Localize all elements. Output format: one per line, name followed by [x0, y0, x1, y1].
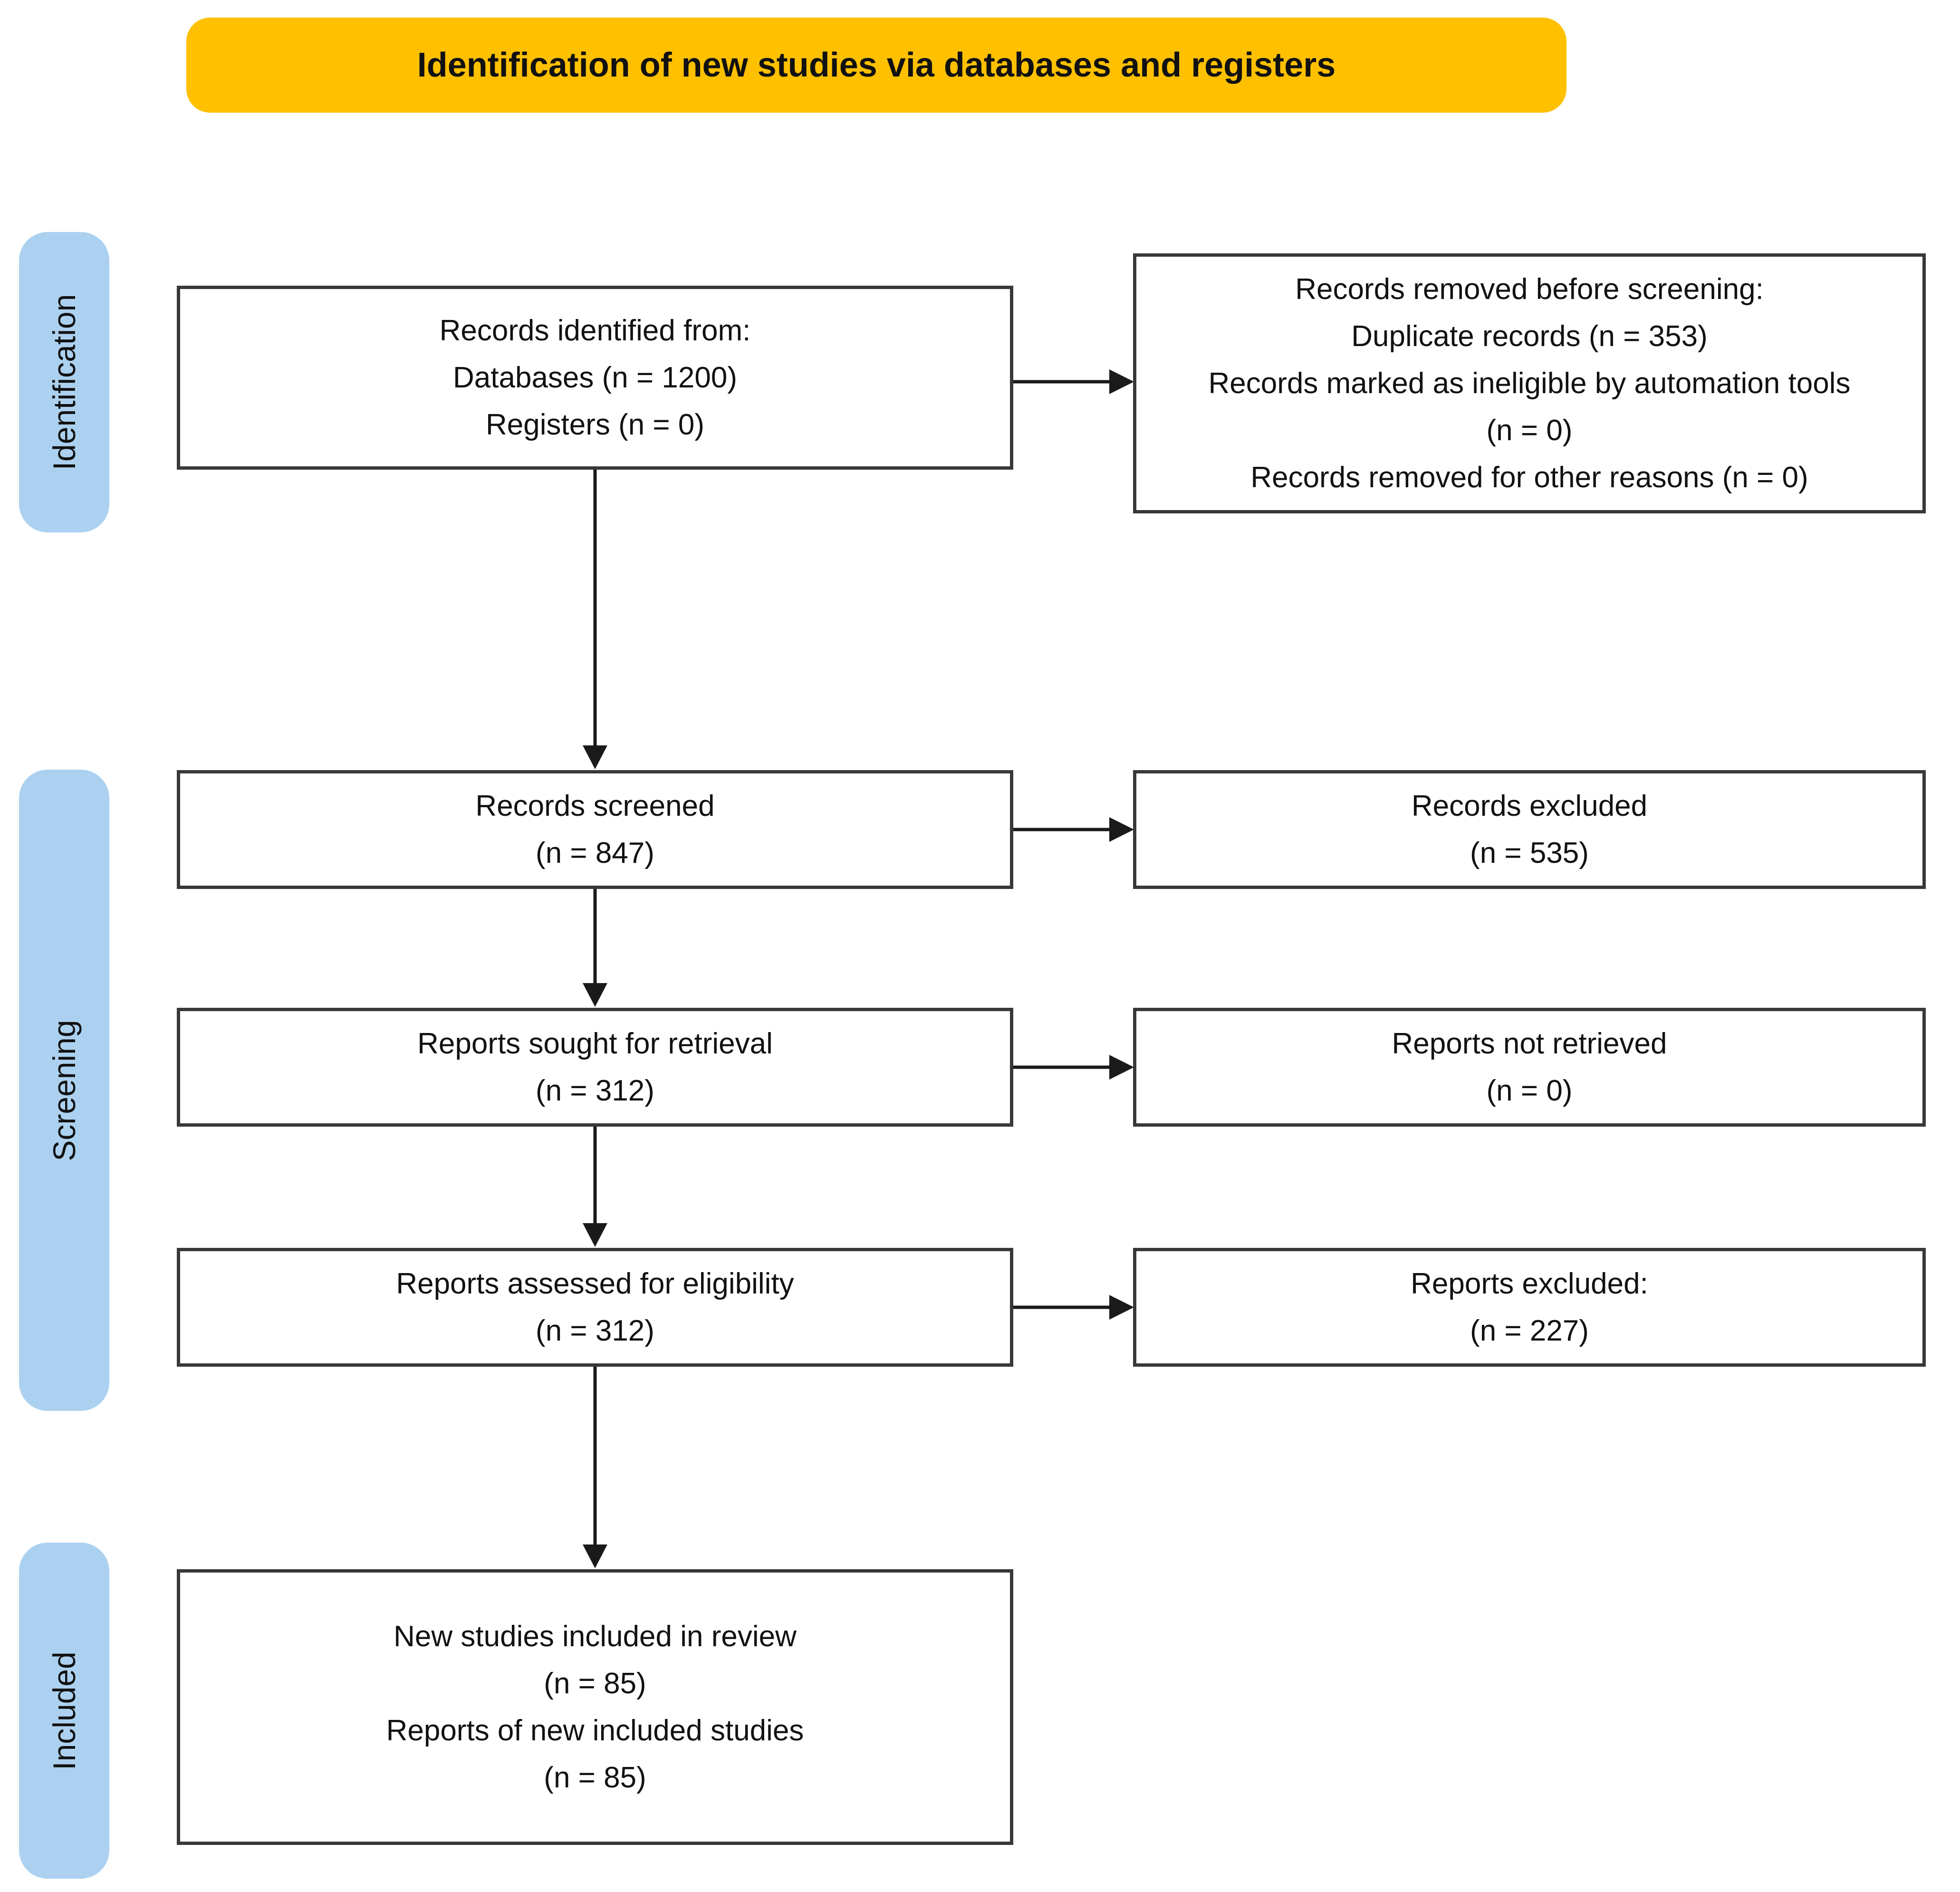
- arrow-head-sought-to-not-retrieved: [1109, 1055, 1134, 1080]
- box-line: Registers (n = 0): [485, 408, 704, 442]
- box-line: Databases (n = 1200): [453, 361, 737, 394]
- box-line: Reports not retrieved: [1392, 1027, 1667, 1060]
- box-line: Records removed for other reasons (n = 0…: [1250, 461, 1808, 494]
- stage-screening: Screening: [19, 770, 109, 1411]
- box-records-excluded: Records excluded (n = 535): [1133, 770, 1926, 889]
- banner-title: Identification of new studies via databa…: [417, 46, 1336, 84]
- box-line: Reports of new included studies: [386, 1714, 804, 1747]
- box-line: Records screened: [475, 789, 715, 822]
- box-line: (n = 847): [536, 837, 654, 869]
- arrow-head-screened-to-sought: [583, 983, 607, 1007]
- arrow-head-sought-to-assessed: [583, 1223, 607, 1247]
- box-line: (n = 535): [1470, 837, 1589, 869]
- arrow-head-assessed-to-included: [583, 1544, 607, 1568]
- box-records-screened: Records screened (n = 847): [177, 770, 1013, 889]
- box-line: (n = 85): [544, 1667, 646, 1700]
- box-line: (n = 227): [1470, 1314, 1589, 1347]
- title-banner: Identification of new studies via databa…: [186, 18, 1566, 113]
- stage-included: Included: [19, 1543, 109, 1879]
- box-line: Reports excluded:: [1411, 1267, 1648, 1300]
- box-reports-assessed-for-eligibility: Reports assessed for eligibility (n = 31…: [177, 1248, 1013, 1367]
- box-line: Reports sought for retrieval: [417, 1027, 773, 1060]
- box-line: New studies included in review: [394, 1620, 797, 1653]
- box-line: (n = 312): [536, 1074, 654, 1107]
- box-line: (n = 312): [536, 1314, 654, 1347]
- box-reports-excluded: Reports excluded: (n = 227): [1133, 1248, 1926, 1367]
- box-line: Records excluded: [1411, 789, 1648, 822]
- stage-label-included: Included: [47, 1651, 82, 1770]
- box-records-removed-before-screening: Records removed before screening: Duplic…: [1133, 253, 1926, 513]
- stage-label-identification: Identification: [47, 294, 82, 471]
- box-records-identified: Records identified from: Databases (n = …: [177, 286, 1013, 470]
- box-line: Duplicate records (n = 353): [1351, 319, 1708, 353]
- box-line: Records marked as ineligible by automati…: [1208, 367, 1851, 447]
- box-new-studies-included: New studies included in review (n = 85) …: [177, 1569, 1013, 1845]
- box-reports-sought-for-retrieval: Reports sought for retrieval (n = 312): [177, 1008, 1013, 1127]
- box-line: (n = 85): [544, 1761, 646, 1795]
- arrow-head-assessed-to-excluded: [1109, 1295, 1134, 1320]
- arrow-head-identified-to-removed: [1109, 369, 1134, 394]
- stage-label-screening: Screening: [47, 1019, 82, 1161]
- stage-identification: Identification: [19, 232, 109, 532]
- box-line: Records identified from:: [439, 314, 751, 347]
- box-reports-not-retrieved: Reports not retrieved (n = 0): [1133, 1008, 1926, 1127]
- box-line: Records removed before screening:: [1295, 272, 1764, 306]
- box-line: (n = 0): [1486, 1074, 1573, 1107]
- arrow-head-screened-to-excluded: [1109, 817, 1134, 842]
- arrow-head-identified-to-screened: [583, 745, 607, 769]
- box-line: Reports assessed for eligibility: [396, 1267, 794, 1300]
